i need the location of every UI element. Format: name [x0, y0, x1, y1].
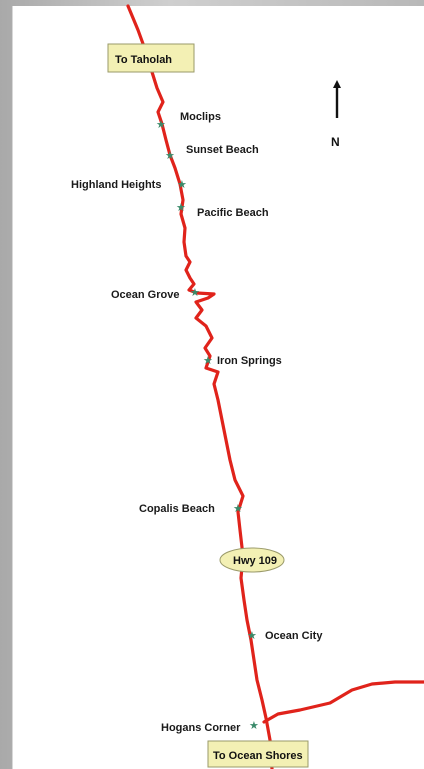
town-label-copalis-beach: Copalis Beach: [139, 503, 215, 515]
highway-route: [126, 4, 274, 769]
taholah-sign: To Taholah: [107, 43, 195, 73]
town-marker-star-icon: ★: [233, 502, 243, 515]
north-arrow-head: [333, 80, 341, 88]
town-marker-star-icon: ★: [177, 178, 187, 191]
town-marker-star-icon: ★: [156, 118, 166, 131]
town-label-highland-heights: Highland Heights: [71, 179, 161, 191]
town-marker-star-icon: ★: [176, 201, 186, 214]
highway-109-label: Hwy 109: [233, 555, 277, 567]
north-arrow: N: [331, 80, 341, 149]
highway-109-badge: Hwy 109: [219, 547, 285, 573]
town-marker-star-icon: ★: [190, 286, 200, 299]
ocean-shores-sign: To Ocean Shores: [207, 740, 309, 768]
town-marker-star-icon: ★: [247, 629, 257, 642]
north-label: N: [331, 135, 340, 149]
town-label-hogans-corner: Hogans Corner: [161, 722, 241, 734]
map-panel: [12, 6, 424, 769]
town-label-pacific-beach: Pacific Beach: [197, 207, 269, 219]
taholah-sign-label: To Taholah: [115, 54, 172, 66]
town-marker-star-icon: ★: [203, 354, 213, 367]
ocean-shores-sign-label: To Ocean Shores: [213, 750, 303, 762]
town-label-sunset-beach: Sunset Beach: [186, 144, 259, 156]
town-label-iron-springs: Iron Springs: [217, 355, 282, 367]
town-label-ocean-grove: Ocean Grove: [111, 289, 179, 301]
town-label-ocean-city: Ocean City: [265, 630, 323, 642]
east-branch-route: [262, 680, 424, 724]
town-marker-star-icon: ★: [165, 149, 175, 162]
town-label-moclips: Moclips: [180, 111, 221, 123]
town-markers: ★ ★ ★ ★ ★ ★ ★ ★ ★: [156, 118, 259, 732]
town-marker-star-icon: ★: [249, 719, 259, 732]
